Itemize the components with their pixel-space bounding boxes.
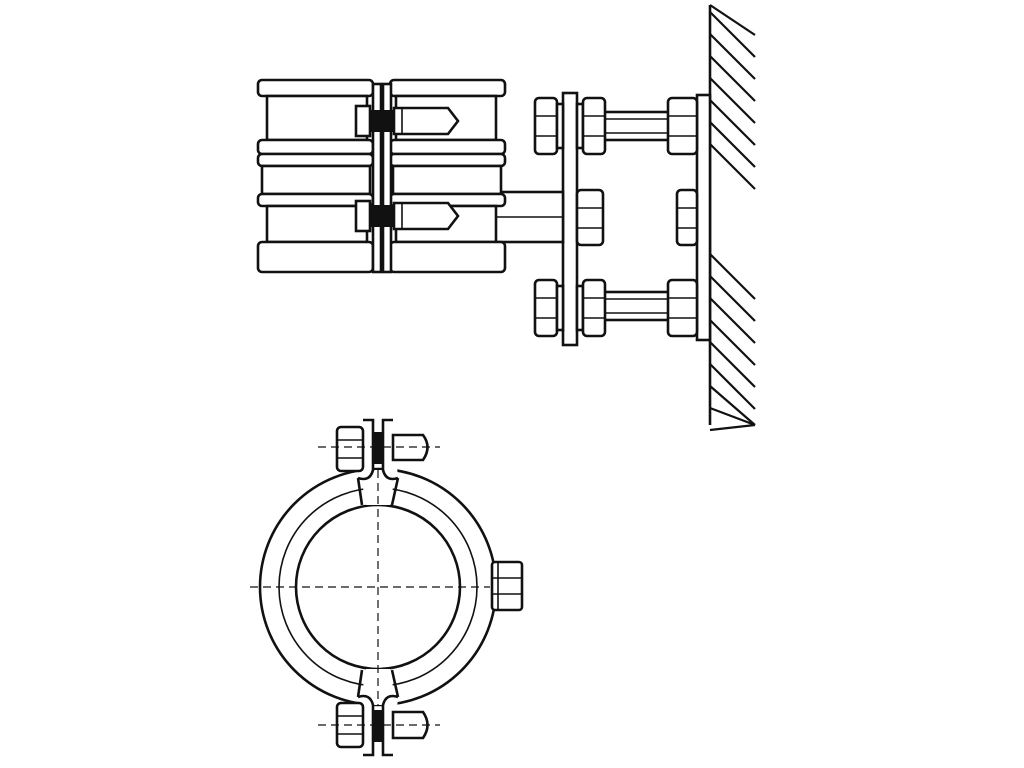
pipe-clamp-front-view — [250, 418, 524, 757]
hex-nuts — [533, 96, 699, 338]
wall-hatching — [708, 4, 756, 432]
bracket-plate — [561, 91, 579, 347]
threaded-rods — [600, 110, 672, 322]
wall-plate — [695, 93, 712, 342]
pipe-clamp-side-view — [256, 78, 507, 274]
